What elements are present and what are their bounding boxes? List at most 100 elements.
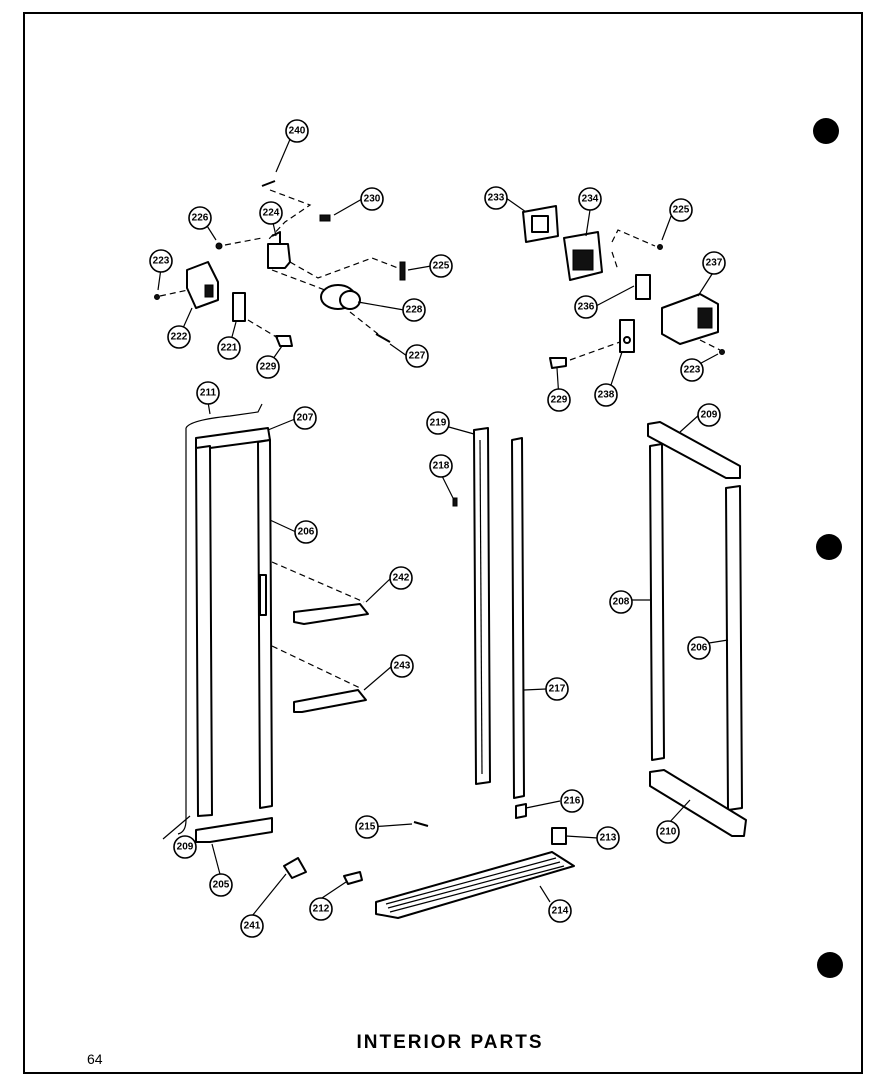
part-224-bracket	[267, 243, 291, 269]
callout-circle	[240, 914, 264, 938]
callout-label: 223	[684, 365, 701, 376]
callout-circle	[426, 411, 450, 435]
part-243-shelf-support	[293, 689, 367, 713]
part-225-screw-right	[657, 244, 663, 250]
callout-circle	[596, 826, 620, 850]
callout-label: 226	[192, 213, 209, 224]
callout-circle	[196, 381, 220, 405]
callout-circle	[484, 186, 508, 210]
callout-209: 209	[697, 403, 721, 427]
part-208-strip	[649, 443, 665, 761]
callout-circle	[560, 789, 584, 813]
callout-209: 209	[173, 835, 197, 859]
callout-label: 218	[433, 461, 450, 472]
part-217-bar	[511, 437, 525, 799]
part-218-pin	[452, 497, 458, 507]
callout-circle	[209, 873, 233, 897]
left-control-cluster	[154, 180, 406, 347]
punch-hole-bottom	[817, 952, 843, 978]
callout-circle	[429, 454, 453, 478]
callout-circle	[548, 899, 572, 923]
callout-label: 216	[564, 796, 581, 807]
callout-206: 206	[687, 636, 711, 660]
callout-circle	[680, 358, 704, 382]
center-mullion	[413, 427, 567, 845]
callout-label: 234	[582, 194, 599, 205]
callout-label: 228	[406, 305, 423, 316]
callout-240: 240	[285, 119, 309, 143]
callout-label: 229	[260, 362, 277, 373]
page-title: INTERIOR PARTS	[356, 1032, 544, 1053]
callout-circle	[697, 403, 721, 427]
callout-label: 224	[263, 208, 280, 219]
part-219-bar	[473, 427, 491, 785]
callout-circle	[149, 249, 173, 273]
callout-label: 242	[393, 573, 410, 584]
callout-circle	[285, 119, 309, 143]
callout-label: 207	[297, 413, 314, 424]
part-205-bottom-rail	[195, 817, 273, 843]
callout-211: 211	[196, 381, 220, 405]
callout-circle	[217, 336, 241, 360]
callout-circle	[547, 388, 571, 412]
callout-label: 213	[600, 833, 617, 844]
part-212-clip	[343, 871, 363, 885]
callout-205: 205	[209, 873, 233, 897]
callout-circle	[256, 355, 280, 379]
callout-circle	[360, 187, 384, 211]
callout-227: 227	[405, 344, 429, 368]
page-border	[23, 12, 863, 1074]
part-236-block	[635, 274, 651, 300]
callout-215: 215	[355, 815, 379, 839]
callout-label: 215	[359, 822, 376, 833]
callout-229: 229	[547, 388, 571, 412]
callout-214: 214	[548, 899, 572, 923]
callout-216: 216	[560, 789, 584, 813]
punch-hole-top	[813, 118, 839, 144]
callout-241: 241	[240, 914, 264, 938]
right-control-cluster	[522, 205, 725, 369]
shelf-supports	[271, 561, 369, 713]
callout-label: 222	[171, 332, 188, 343]
callout-label: 230	[364, 194, 381, 205]
callout-212: 212	[309, 897, 333, 921]
callout-circle	[656, 820, 680, 844]
callout-circle	[389, 566, 413, 590]
callout-230: 230	[360, 187, 384, 211]
part-213-block	[551, 827, 567, 845]
part-210-bottom-rail	[649, 769, 747, 837]
part-211-wire	[177, 428, 187, 835]
callout-label: 208	[613, 597, 630, 608]
callout-label: 236	[578, 302, 595, 313]
callout-label: 209	[177, 842, 194, 853]
callout-label: 225	[673, 205, 690, 216]
callout-circle	[167, 325, 191, 349]
part-229-clip-right	[549, 357, 567, 369]
callout-label: 237	[706, 258, 723, 269]
callout-circle	[574, 295, 598, 319]
left-liner-frame	[177, 403, 273, 843]
callout-circle	[309, 897, 333, 921]
callout-233: 233	[484, 186, 508, 210]
part-237-housing	[661, 293, 719, 345]
callout-217: 217	[545, 677, 569, 701]
callout-circle	[578, 187, 602, 211]
part-226-screw	[215, 242, 223, 250]
callout-label: 211	[200, 388, 217, 399]
callout-label: 221	[221, 343, 238, 354]
callout-229: 229	[256, 355, 280, 379]
callout-circle	[188, 206, 212, 230]
callout-circle	[259, 201, 283, 225]
callout-223: 223	[680, 358, 704, 382]
callout-223: 223	[149, 249, 173, 273]
callout-label: 212	[313, 904, 330, 915]
callout-circle	[402, 298, 426, 322]
page-number: 64	[87, 1051, 103, 1067]
callout-208: 208	[609, 590, 633, 614]
callout-226: 226	[188, 206, 212, 230]
callout-224: 224	[259, 201, 283, 225]
callout-207: 207	[293, 406, 317, 430]
part-229-clip-left	[275, 335, 293, 347]
callout-label: 214	[552, 906, 569, 917]
callout-237: 237	[702, 251, 726, 275]
